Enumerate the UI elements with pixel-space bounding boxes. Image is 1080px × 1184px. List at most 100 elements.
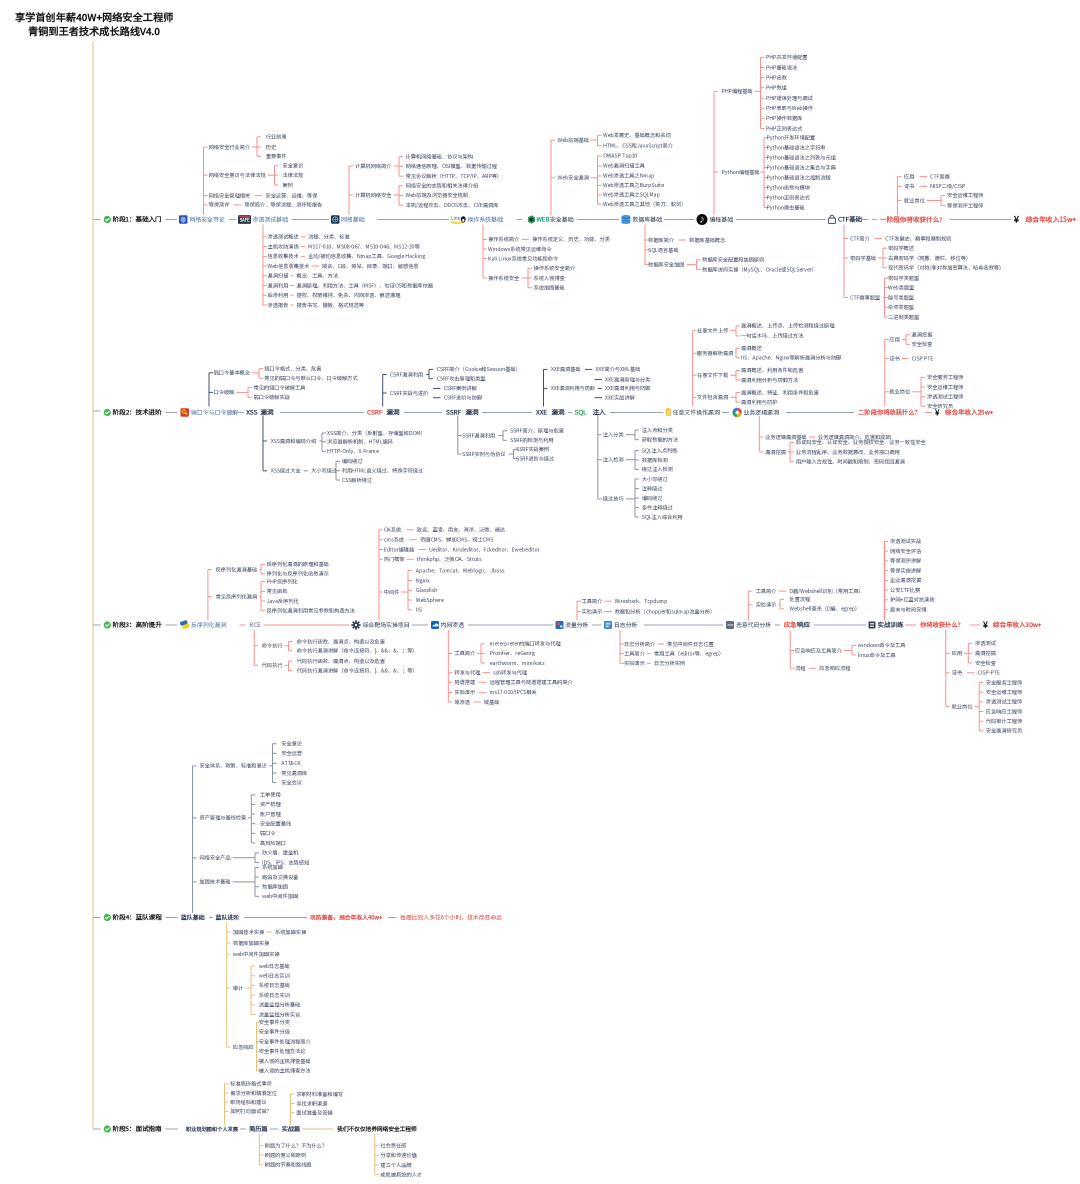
svg-text:加固技术实操: 加固技术实操	[233, 929, 265, 936]
svg-text:如何打动面试官?: 如何打动面试官?	[230, 1108, 269, 1115]
svg-text:SQL注入综合利用: SQL注入综合利用	[642, 514, 683, 521]
svg-text:操作系统定义、历史、功能、分类: 操作系统定义、历史、功能、分类	[532, 236, 611, 243]
svg-text:SAFE: SAFE	[240, 217, 250, 223]
svg-text:数据库简介: 数据库简介	[648, 237, 675, 244]
svg-text:数据库加固: 数据库加固	[262, 884, 288, 891]
svg-text:Linux: Linux	[451, 215, 463, 222]
svg-text:系统加固基础: 系统加固基础	[534, 285, 565, 292]
svg-text:编码绕过: 编码绕过	[341, 458, 364, 465]
svg-text:致远、蓝凌、用友、海洋、泛微、通达: 致远、蓝凌、用友、海洋、泛微、通达	[416, 527, 506, 534]
svg-text:SQL注入点判断: SQL注入点判断	[642, 447, 678, 454]
svg-text:护网+红蓝对抗演练: 护网+红蓝对抗演练	[890, 597, 935, 604]
svg-text:漏洞利用: 漏洞利用	[267, 282, 289, 289]
svg-text:web日志实训: web日志实训	[259, 973, 291, 980]
svg-text:CISP PTE: CISP PTE	[912, 355, 934, 362]
svg-text:IIS、Apache、Nginx等解析漏洞分析与防御: IIS、Apache、Nginx等解析漏洞分析与防御	[741, 355, 841, 362]
svg-text:本机/远程攻击、DDOS攻击、CVE漏洞库: 本机/远程攻击、DDOS攻击、CVE漏洞库	[406, 202, 500, 209]
svg-text:攻防兼备，综合年收入40w+: 攻防兼备，综合年收入40w+	[309, 913, 383, 922]
svg-text:Web前端及浏览器安全机制: Web前端及浏览器安全机制	[406, 191, 469, 199]
svg-text:常见的弱口令与默认口令、口令破解方式: 常见的弱口令与默认口令、口令破解方式	[264, 375, 358, 382]
svg-text:任意文件操作漏洞: 任意文件操作漏洞	[673, 408, 720, 417]
svg-text:earthworm、mimikatz: earthworm、mimikatz	[490, 660, 546, 667]
svg-text:SSRF的检测与利用: SSRF的检测与利用	[510, 437, 553, 444]
svg-text:数据库加固实操: 数据库加固实操	[233, 940, 270, 947]
svg-text:渗透测试概述: 渗透测试概述	[268, 234, 300, 241]
svg-text:概念、工具、方法: 概念、工具、方法	[296, 273, 339, 280]
svg-text:D盾/Webshell识别（常用工具）: D盾/Webshell识别（常用工具）	[789, 588, 863, 595]
svg-text:安全事件分类: 安全事件分类	[259, 1019, 291, 1026]
svg-text:弱口令基本概念: 弱口令基本概念	[214, 370, 251, 377]
svg-text:公安CTF比赛: 公安CTF比赛	[890, 587, 921, 594]
svg-text:¥: ¥	[983, 619, 988, 631]
svg-text:Apache、Tomcat、Weblogic、Jboss: Apache、Tomcat、Weblogic、Jboss	[416, 567, 505, 574]
svg-text:综合年收入25w+: 综合年收入25w+	[944, 407, 994, 417]
svg-text:资产管理与基线检查: 资产管理与基线检查	[199, 815, 246, 822]
svg-text:企业漏洞挖掘: 企业漏洞挖掘	[890, 577, 922, 584]
svg-text:我们不仅仅培养网络安全工程师: 我们不仅仅培养网络安全工程师	[336, 1124, 417, 1133]
svg-text:综合年收入15w+: 综合年收入15w+	[1026, 214, 1078, 224]
svg-text:等保实施讲解: 等保实施讲解	[890, 567, 921, 574]
svg-text:Web发展史、基础概念和名词: Web发展史、基础概念和名词	[603, 132, 671, 139]
svg-text:XXE漏洞基础: XXE漏洞基础	[551, 366, 581, 373]
svg-text:命令执行: 命令执行	[261, 643, 284, 650]
svg-text:XSS绕过大全: XSS绕过大全	[271, 468, 302, 475]
svg-text:大小写绕过: 大小写绕过	[311, 468, 338, 475]
svg-text:青铜到王者技术成长路线V4.0: 青铜到王者技术成长路线V4.0	[28, 23, 160, 38]
svg-text:CSRF攻击原理和类型: CSRF攻击原理和类型	[437, 376, 486, 383]
svg-text:网络安全导论: 网络安全导论	[190, 215, 225, 224]
svg-text:防火墙、堡垒机: 防火墙、堡垒机	[262, 850, 299, 857]
svg-text:需求分析和精准定位: 需求分析和精准定位	[230, 1090, 278, 1097]
svg-text:<>: <>	[727, 621, 733, 629]
svg-text:恶意代码分析: 恶意代码分析	[736, 620, 771, 629]
svg-text:等保测评工程师: 等保测评工程师	[947, 202, 983, 209]
svg-text:漏洞概述、特征、利用条件和危害: 漏洞概述、特征、利用条件和危害	[740, 389, 819, 396]
svg-text:计算机网络简介: 计算机网络简介	[355, 163, 392, 170]
svg-text:SSRF漏洞利用: SSRF漏洞利用	[462, 432, 495, 439]
svg-text:网络安全产品: 网络安全产品	[199, 855, 230, 862]
svg-text:Web类题型: Web类题型	[888, 285, 914, 292]
svg-text:绕过注入检测: 绕过注入检测	[641, 466, 674, 473]
svg-text:任意文件上传: 任意文件上传	[697, 328, 729, 335]
svg-text:常见漏洞库: 常见漏洞库	[281, 770, 308, 777]
svg-text:CSS解析绕过: CSS解析绕过	[342, 477, 373, 484]
svg-text:常见反序列化漏洞: 常见反序列化漏洞	[216, 593, 258, 600]
svg-text:MS17-010、MS08-067、MS10-046、MS1: MS17-010、MS08-067、MS10-046、MS12-20等	[308, 243, 420, 250]
svg-text:linux命令及工具: linux命令及工具	[858, 652, 897, 659]
svg-text:应用: 应用	[903, 174, 914, 181]
svg-text:安全运营、运维、等保: 安全运营、运维、等保	[265, 192, 318, 199]
svg-text:工具简介: 工具简介	[454, 650, 476, 657]
svg-text:弱口令格式、分类、危害: 弱口令格式、分类、危害	[264, 365, 321, 372]
svg-text:WebSphere: WebSphere	[416, 597, 444, 604]
svg-text:CSRF简介（Cookie和Session基础）: CSRF简介（Cookie和Session基础）	[437, 366, 521, 373]
svg-text:漏洞: 漏洞	[386, 407, 401, 417]
svg-text:二进制类题型: 二进制类题型	[888, 314, 919, 321]
svg-text:Web渗透工具之BurpSuite: Web渗透工具之BurpSuite	[603, 182, 664, 189]
svg-text:ssh转发与代理: ssh转发与代理	[493, 670, 528, 677]
svg-text:Wireshark、Tcpdump: Wireshark、Tcpdump	[615, 598, 668, 605]
svg-text:刷题的节奏和路线图: 刷题的节奏和路线图	[264, 1162, 312, 1169]
svg-text:就业岗位: 就业岗位	[888, 389, 911, 396]
svg-text:阶段3：高阶提升: 阶段3：高阶提升	[113, 619, 163, 629]
svg-text:服务器解析漏洞: 服务器解析漏洞	[696, 350, 733, 357]
svg-text:XXE漏洞利用与防御: XXE漏洞利用与防御	[551, 385, 595, 392]
svg-text:漏洞: 漏洞	[551, 407, 566, 417]
svg-text:渗透报告: 渗透报告	[268, 302, 289, 309]
svg-text:thinkphp、泛微OA、Struts: thinkphp、泛微OA、Struts	[416, 556, 482, 563]
svg-text:二阶段你将收获什么?: 二阶段你将收获什么?	[858, 408, 919, 417]
svg-text:任意文件下载: 任意文件下载	[697, 372, 728, 379]
svg-text:安全体系、政策、标准和意识: 安全体系、政策、标准和意识	[199, 763, 267, 770]
svg-text:应急响应及工具简介: 应急响应及工具简介	[794, 647, 843, 654]
svg-text:安全运维工程师: 安全运维工程师	[986, 689, 1022, 696]
svg-text:Python基础语法之列表与元组: Python基础语法之列表与元组	[767, 154, 837, 161]
svg-text:XSS漏洞和编码介绍: XSS漏洞和编码介绍	[271, 438, 316, 445]
svg-text:数据库安全加固: 数据库安全加固	[648, 261, 684, 268]
svg-text:meterpreter的端口转发与代理: meterpreter的端口转发与代理	[490, 641, 562, 648]
svg-text:文件包含漏洞: 文件包含漏洞	[697, 394, 728, 401]
svg-text:WEB: WEB	[536, 215, 550, 224]
svg-text:实战训练: 实战训练	[878, 619, 905, 629]
svg-text:web中间件加固: web中间件加固	[262, 893, 298, 900]
svg-text:安全检查: 安全检查	[912, 341, 933, 348]
svg-text:PHP编程基础: PHP编程基础	[722, 88, 753, 95]
svg-text:CSRF漏洞利用: CSRF漏洞利用	[390, 371, 423, 378]
svg-text:CTF赛事题型: CTF赛事题型	[850, 294, 880, 301]
